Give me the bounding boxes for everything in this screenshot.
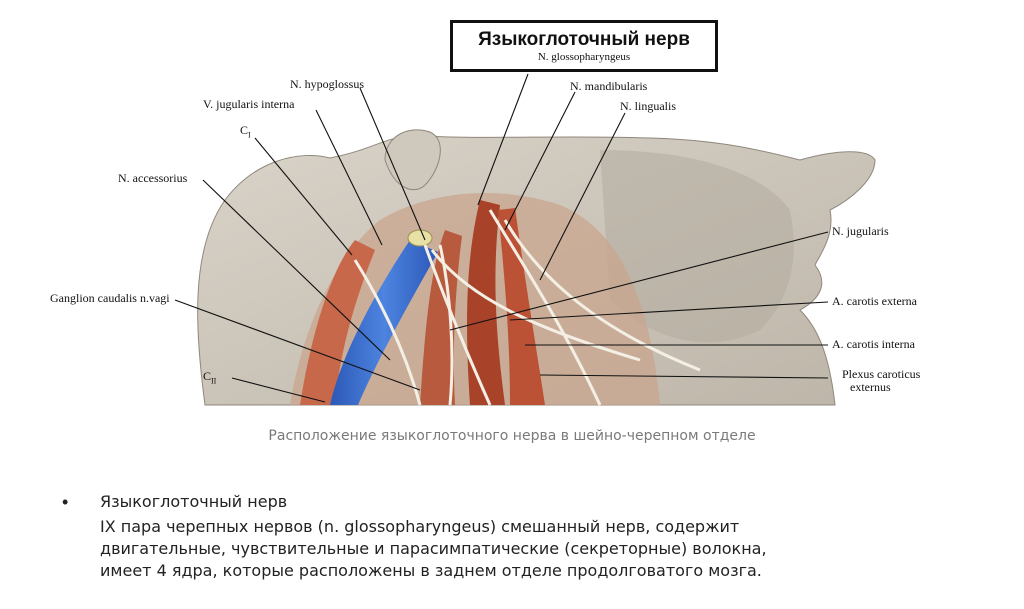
label-carotis-externa: A. carotis externa [832,294,917,308]
carotid-artery [498,208,545,405]
bullet-body: IX пара черепных нервов (n. glossopharyn… [100,516,980,582]
ear-shape [384,129,441,191]
label-c2: CII [203,369,217,386]
bullet-line: IX пара черепных нервов (n. glossopharyn… [100,517,740,536]
nerve-stump [407,229,433,247]
label-plexus-line1: Plexus caroticus [842,367,921,381]
label-plexus-line2: externus [850,380,891,394]
figure-caption: Расположение языкоглоточного нерва в шей… [268,428,756,444]
anatomy-illustration [174,73,876,406]
figure-subtitle: N. glossopharyngeus [537,51,631,63]
bullet-marker: • [62,492,69,512]
label-ganglion: Ganglion caudalis n.vagi [50,291,170,305]
label-jugularis-interna: V. jugularis interna [203,97,295,111]
leader-lines [174,73,829,403]
neck-muscle [300,240,375,405]
label-c1: CI [240,123,251,140]
figure-title: Языкоглоточный нерв [478,29,690,50]
label-lingualis: N. lingualis [620,99,676,113]
face-shadow [600,150,794,343]
label-plexus: Plexus caroticus externus [842,368,920,394]
label-hypoglossus: N. hypoglossus [290,77,365,91]
label-accessorius: N. accessorius [118,171,188,185]
figure-title-box: Языкоглоточный нерв N. glossopharyngeus [450,20,718,72]
jugular-vein [330,240,438,405]
label-mandibularis: N. mandibularis [570,79,648,93]
label-jugularis: N. jugularis [832,224,889,238]
bullet-heading: Языкоглоточный нерв [100,492,288,511]
carotid-artery [467,200,505,405]
bullet-line: имеет 4 ядра, которые расположены в задн… [100,561,762,580]
bullet-line: двигательные, чувствительные и парасимпа… [100,539,767,558]
label-carotis-interna: A. carotis interna [832,337,915,351]
